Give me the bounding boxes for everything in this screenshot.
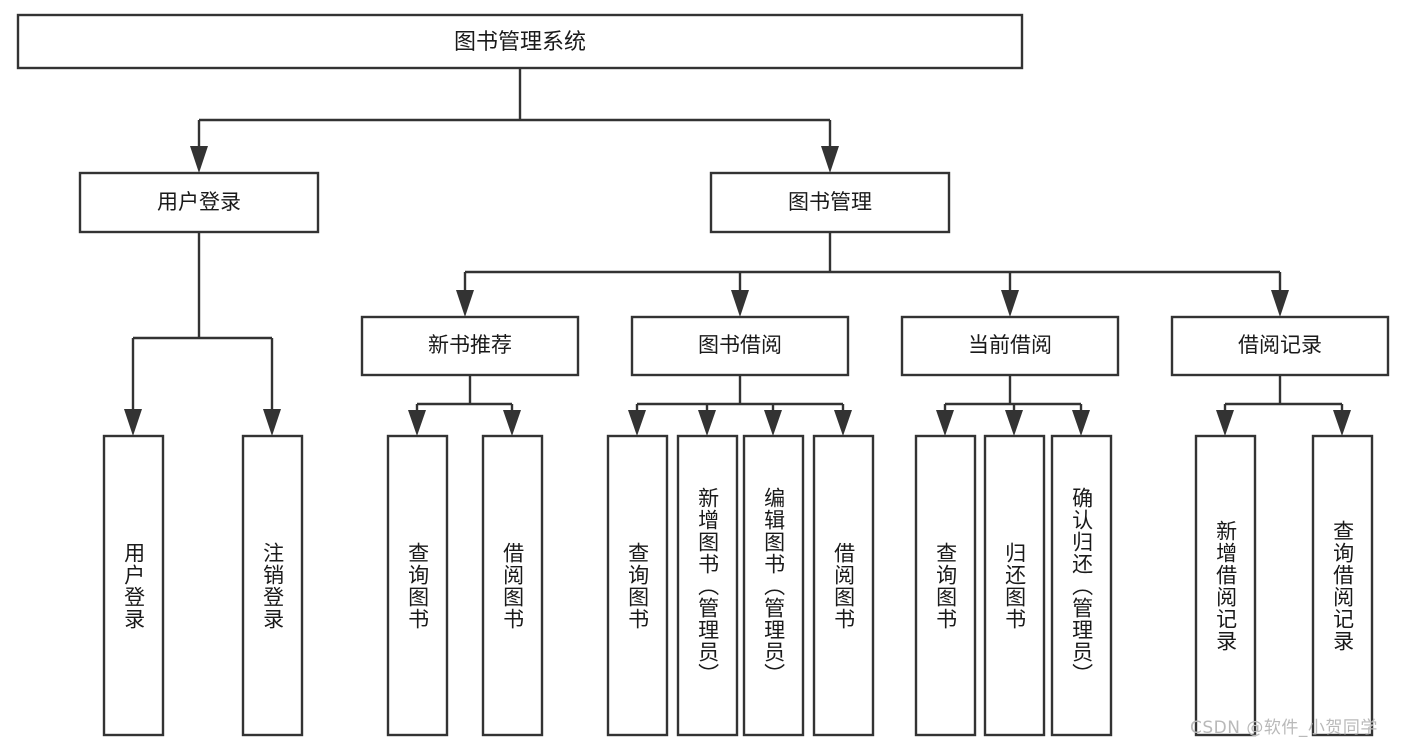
arrow-to-leaf-current-confirm: [1072, 410, 1090, 436]
node-book-management[interactable]: 图书管理: [709, 171, 951, 234]
watermark: CSDN @软件_小贺同学: [1190, 718, 1378, 738]
arrow-to-leaf-recommend-query: [408, 410, 426, 436]
leaf-box-user-login[interactable]: [102, 434, 165, 737]
connector-group: [124, 68, 1351, 436]
arrow-to-book-mgmt: [821, 146, 839, 173]
leaf-box-logout[interactable]: [241, 434, 304, 737]
arrow-to-leaf-borrow-query: [628, 410, 646, 436]
node-user-login[interactable]: 用户登录: [78, 171, 320, 234]
arrow-to-leaf-borrow-edit: [764, 410, 782, 436]
arrow-to-current-borrow: [1001, 290, 1019, 317]
arrow-to-user-login: [190, 146, 208, 173]
node-user-login-box[interactable]: [78, 171, 320, 234]
leaf-box-record-add[interactable]: [1194, 434, 1257, 737]
leaf-box-current-confirm[interactable]: [1050, 434, 1113, 737]
leaf-box-recommend-borrow[interactable]: [481, 434, 544, 737]
node-book-management-label: 图书管理: [788, 190, 872, 214]
node-borrow-record-label: 借阅记录: [1238, 333, 1322, 357]
node-root-box[interactable]: [16, 13, 1024, 70]
node-borrow-record[interactable]: 借阅记录: [1170, 315, 1390, 377]
node-current-borrow[interactable]: 当前借阅: [900, 315, 1120, 377]
arrow-to-leaf-current-return: [1005, 410, 1023, 436]
node-new-book-recommend-label: 新书推荐: [428, 333, 512, 357]
arrow-to-borrow-record: [1271, 290, 1289, 317]
leaf-box-group: [102, 434, 1374, 737]
leaf-box-borrow-add[interactable]: [676, 434, 739, 737]
leaf-box-current-query[interactable]: [914, 434, 977, 737]
arrow-to-leaf-borrow-lend: [834, 410, 852, 436]
node-book-borrow[interactable]: 图书借阅: [630, 315, 850, 377]
node-current-borrow-label: 当前借阅: [968, 333, 1052, 357]
arrow-to-leaf-user-login: [124, 409, 142, 436]
arrow-to-leaf-logout: [263, 409, 281, 436]
node-book-borrow-box[interactable]: [630, 315, 850, 377]
arrow-to-new-book-recommend: [456, 290, 474, 317]
arrow-to-leaf-current-query: [936, 410, 954, 436]
node-borrow-record-box[interactable]: [1170, 315, 1390, 377]
node-book-management-box[interactable]: [709, 171, 951, 234]
node-root-label: 图书管理系统: [454, 30, 586, 55]
node-root[interactable]: 图书管理系统: [16, 13, 1024, 70]
node-user-login-label: 用户登录: [157, 190, 241, 214]
leaf-box-borrow-edit[interactable]: [742, 434, 805, 737]
node-new-book-recommend[interactable]: 新书推荐: [360, 315, 580, 377]
leaf-box-borrow-query[interactable]: [606, 434, 669, 737]
node-new-book-recommend-box[interactable]: [360, 315, 580, 377]
leaf-box-borrow-lend[interactable]: [812, 434, 875, 737]
arrow-to-leaf-recommend-borrow: [503, 410, 521, 436]
arrow-to-leaf-borrow-add: [698, 410, 716, 436]
arrow-to-leaf-record-query: [1333, 410, 1351, 436]
node-current-borrow-box[interactable]: [900, 315, 1120, 377]
arrow-to-book-borrow: [731, 290, 749, 317]
leaf-box-record-query[interactable]: [1311, 434, 1374, 737]
node-book-borrow-label: 图书借阅: [698, 333, 782, 357]
leaf-box-recommend-query[interactable]: [386, 434, 449, 737]
arrow-to-leaf-record-add: [1216, 410, 1234, 436]
leaf-box-current-return[interactable]: [983, 434, 1046, 737]
